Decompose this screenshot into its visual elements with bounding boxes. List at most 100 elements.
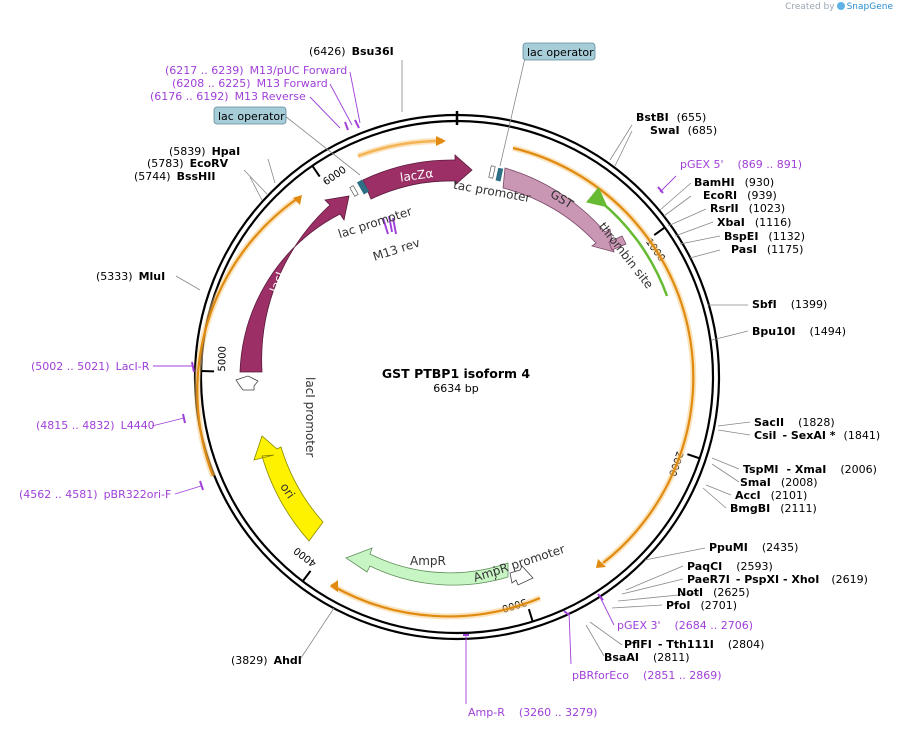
primer-range: (4815 .. 4832) — [36, 419, 115, 432]
laci-promoter-arrow — [235, 375, 259, 391]
site-pos: (1175) — [767, 243, 804, 256]
site-name: CsiI — [754, 429, 776, 442]
site-name: EcoRV — [190, 157, 229, 170]
primer-name: pGEX 3' — [617, 619, 661, 632]
site-pos: (3829) — [231, 654, 268, 667]
site-pos: (1116) — [755, 216, 792, 229]
site-pos: (1399) — [791, 298, 828, 311]
svg-text:(5839)HpaI: (5839)HpaI — [169, 145, 240, 158]
svg-text:pGEX 3'(2684 .. 2706): pGEX 3'(2684 .. 2706) — [617, 619, 753, 632]
thrombin-arrow — [608, 235, 627, 251]
credit-brand: SnapGene — [846, 2, 893, 12]
svg-text:(5783)EcoRV: (5783)EcoRV — [147, 157, 229, 170]
ampr-promoter-arrow — [509, 565, 534, 586]
site-pos: (2625) — [713, 586, 750, 599]
svg-text:Amp-R(3260 .. 3279): Amp-R(3260 .. 3279) — [468, 706, 597, 719]
site-pos: (2593) — [736, 560, 773, 573]
site-pos: (2811) — [653, 651, 690, 664]
site-name: PpuMI — [709, 541, 748, 554]
site-pos: (5839) — [169, 145, 206, 158]
svg-text:SbfI(1399): SbfI(1399) — [752, 298, 827, 311]
lac-operator-top-label: lac operator — [527, 46, 594, 59]
svg-text:SacII(1828): SacII(1828) — [754, 416, 835, 429]
primer-ticks — [182, 119, 664, 636]
primer-name: pBRforEco — [572, 669, 629, 682]
site-name-2: - PspXI - XhoI — [736, 573, 819, 586]
primer-range: (2851 .. 2869) — [643, 669, 722, 682]
orf-arc-top-halo — [356, 137, 444, 159]
primer-labels: (6217 .. 6239)M13/pUC Forward (6208 .. 6… — [19, 64, 802, 719]
lac-operator-top-leader — [499, 57, 526, 167]
svg-text:TspMI- XmaI(2006): TspMI- XmaI(2006) — [743, 463, 877, 476]
sites-left: (6426)Bsu36I (5839)HpaI (5783)EcoRV (574… — [96, 45, 394, 667]
plasmid-length: 6634 bp — [433, 382, 478, 395]
ori-arrow-shape — [253, 435, 324, 542]
svg-text:NotI(2625): NotI(2625) — [677, 586, 750, 599]
site-name: RsrII — [710, 202, 739, 215]
position-tick-label: 6000 — [321, 165, 348, 188]
site-name: EcoRI — [703, 189, 737, 202]
svg-text:SwaI(685): SwaI(685) — [650, 124, 717, 137]
lac-operator-top-box — [522, 42, 596, 61]
svg-text:PasI(1175): PasI (1175) — [731, 243, 803, 256]
laci-arrow — [239, 195, 350, 373]
site-name: PaeR7I — [687, 573, 730, 586]
lacza-label: lacZα — [399, 166, 434, 185]
svg-text:PflFI- Tth111I(2804): PflFI- Tth111I(2804) — [624, 638, 764, 651]
position-tick-label: 4000 — [292, 544, 319, 568]
orf-arc-right-line — [512, 146, 695, 564]
site-pos: (1828) — [798, 416, 835, 429]
site-name: AccI — [735, 489, 761, 502]
svg-text:EcoRI(939): EcoRI(939) — [703, 189, 777, 202]
svg-text:BstBI(655): BstBI(655) — [636, 111, 706, 124]
site-name: PasI — [731, 243, 757, 256]
svg-text:AccI(2101): AccI(2101) — [735, 489, 807, 502]
svg-text:(6217 .. 6239)M13/pUC Forward: (6217 .. 6239)M13/pUC Forward — [165, 64, 347, 77]
site-name: PflFI — [624, 638, 652, 651]
svg-text:(6426)Bsu36I: (6426)Bsu36I — [309, 45, 394, 58]
primer-range: (6217 .. 6239) — [165, 64, 244, 77]
svg-text:BmgBI(2111): BmgBI(2111) — [730, 502, 817, 515]
site-name: BspEI — [724, 230, 758, 243]
site-pos: (5744) — [134, 170, 171, 183]
site-name: BssHII — [177, 170, 216, 183]
gst-arrow — [502, 167, 615, 253]
orf-arc-bottom-line — [330, 584, 541, 618]
site-name: BmgBI — [730, 502, 770, 515]
svg-text:pBRforEco(2851 .. 2869): pBRforEco (2851 .. 2869) — [572, 669, 722, 682]
orf-arrowhead-right — [596, 559, 606, 568]
site-name-2: - XmaI — [787, 463, 827, 476]
site-pos: (5333) — [96, 270, 133, 283]
primer-leaders — [151, 71, 677, 704]
site-name: SmaI — [740, 476, 771, 489]
laci-label: lacI — [267, 270, 287, 294]
primer-range: (5002 .. 5021) — [31, 360, 110, 373]
site-name: PfoI — [666, 599, 691, 612]
site-name: BstBI — [636, 111, 669, 124]
site-name: Bsu36I — [352, 45, 394, 58]
primer-name: pBR322ori-F — [104, 488, 172, 501]
site-name: BsaAI — [604, 651, 639, 664]
green-arc — [585, 186, 669, 297]
site-name: SwaI — [650, 124, 680, 137]
lac-promoter-label: lac promoter — [336, 204, 413, 241]
ampr-dashed-end — [493, 565, 497, 583]
orf-arrowhead-left — [293, 195, 302, 205]
m13-rev-mark-2 — [388, 215, 393, 233]
position-tick — [311, 165, 321, 178]
svg-text:BspEI(1132): BspEI(1132) — [724, 230, 805, 243]
lacza-arrow — [362, 154, 473, 200]
primer-name: Amp-R — [468, 706, 505, 719]
svg-text:RsrII(1023): RsrII(1023) — [710, 202, 785, 215]
svg-text:PfoI(2701): PfoI(2701) — [666, 599, 737, 612]
site-name: BamHI — [694, 176, 735, 189]
svg-text:pGEX 5'(869 .. 891): pGEX 5'(869 .. 891) — [680, 158, 802, 171]
svg-text:(5744)BssHII: (5744) BssHII — [134, 170, 215, 183]
lac-operator-left-box — [213, 106, 287, 125]
primer-range: (4562 .. 4581) — [19, 488, 98, 501]
primer-range: (6208 .. 6225) — [172, 77, 251, 90]
plasmid-name: GST PTBP1 isoform 4 — [382, 366, 530, 381]
primer-range: (6176 .. 6192) — [150, 90, 229, 103]
svg-text:(4815 .. 4832)L4440: (4815 .. 4832)L4440 — [36, 419, 155, 432]
